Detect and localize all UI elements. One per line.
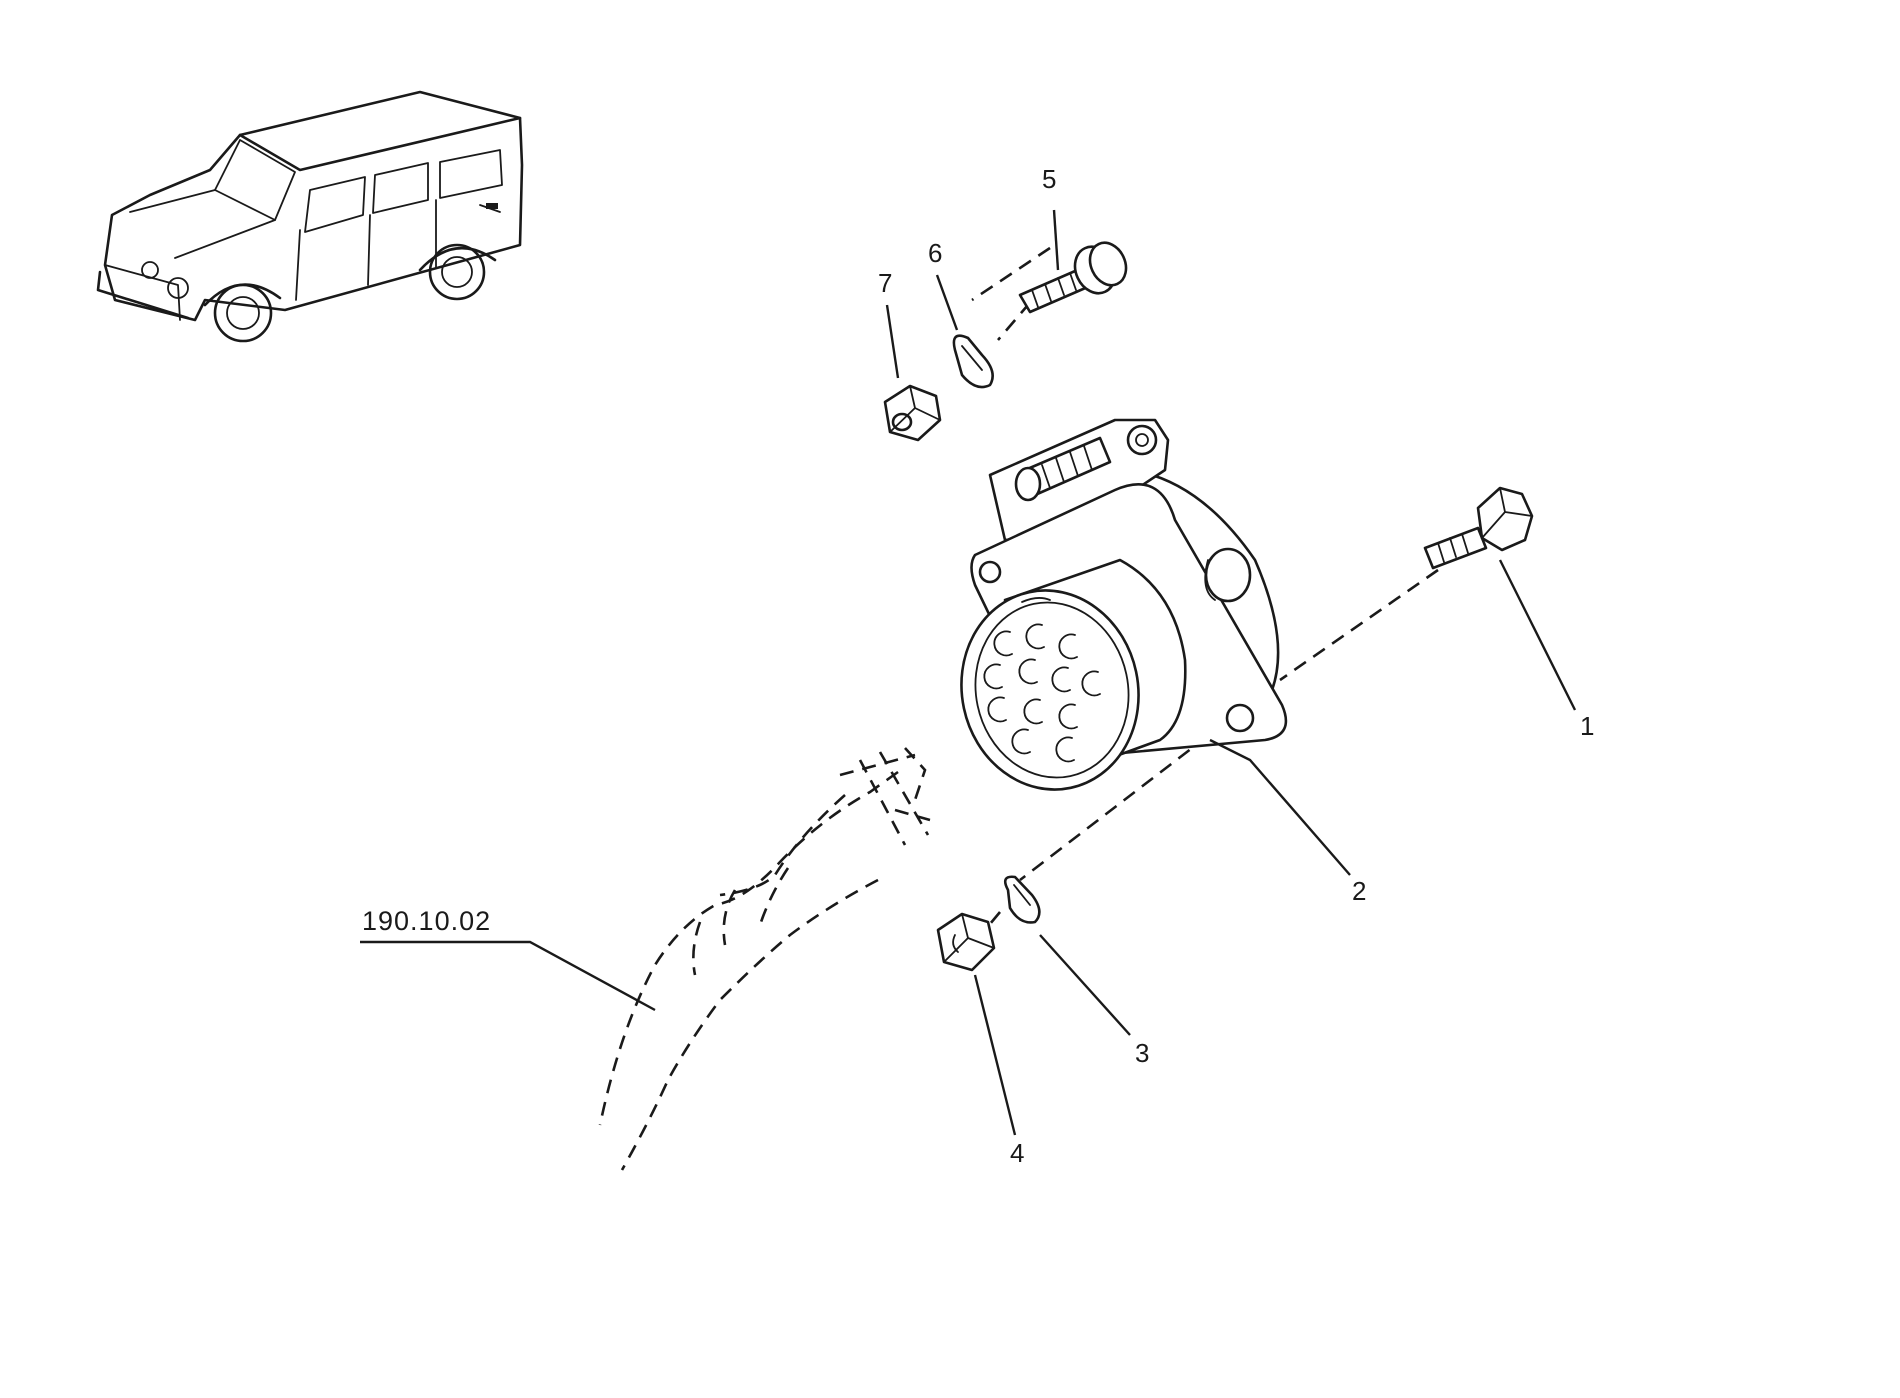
part-5-screw	[1018, 241, 1128, 314]
callout-1: 1	[1580, 711, 1594, 741]
part-3-washer	[1003, 875, 1041, 924]
callout-4: 4	[1010, 1138, 1024, 1168]
contact-holes	[983, 623, 1101, 763]
part-4-nut	[936, 912, 996, 972]
part-6-washer	[952, 334, 994, 389]
callout-6: 6	[928, 238, 942, 268]
part-2-connector-socket	[960, 418, 1288, 791]
vehicle-illustration	[96, 90, 524, 343]
cable-harness	[598, 747, 931, 1171]
part-7-nut	[883, 384, 942, 442]
callout-2: 2	[1352, 876, 1366, 906]
callout-3: 3	[1135, 1038, 1149, 1068]
callout-7: 7	[878, 268, 892, 298]
callout-5: 5	[1042, 164, 1056, 194]
reference-label: 190.10.02	[362, 906, 491, 936]
callout-labels: 1 2 3 4 5 6 7 190.10.02	[362, 164, 1594, 1168]
part-1-bolt	[1423, 486, 1534, 570]
leader-lines	[360, 209, 1577, 1136]
